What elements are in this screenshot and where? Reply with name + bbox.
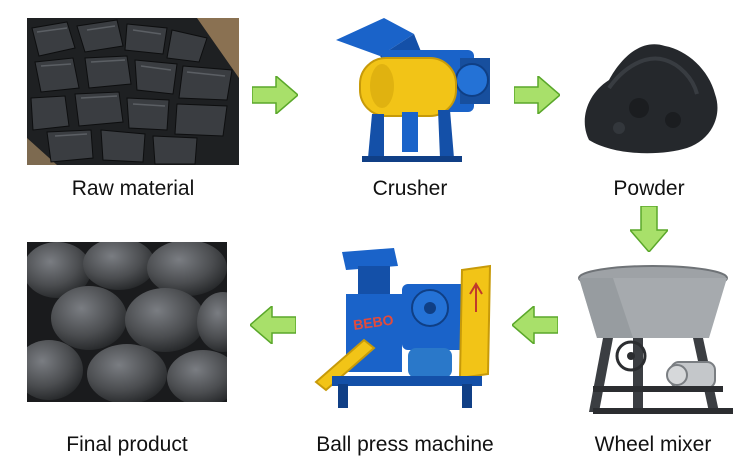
crusher-label: Crusher — [372, 177, 448, 200]
raw-material-label: Raw material — [71, 177, 195, 200]
arrow-mixer-to-press — [512, 306, 558, 344]
final-product-image — [27, 242, 227, 402]
ball-press-machine-label: Ball press machine — [316, 433, 494, 456]
wheel-mixer-label: Wheel mixer — [594, 433, 712, 456]
raw-material-image — [27, 18, 239, 165]
arrow-powder-to-mixer — [630, 206, 668, 252]
arrow-raw-to-crusher — [252, 76, 298, 114]
svg-text:BEBO: BEBO — [352, 311, 394, 332]
arrow-crusher-to-powder — [514, 76, 560, 114]
powder-image — [569, 28, 729, 160]
crusher-image — [322, 14, 498, 170]
wheel-mixer-image — [573, 262, 733, 420]
final-product-label: Final product — [66, 433, 188, 456]
arrow-press-to-final — [250, 306, 296, 344]
ball-press-machine-image: BEBO — [312, 244, 498, 412]
powder-label: Powder — [613, 177, 685, 200]
